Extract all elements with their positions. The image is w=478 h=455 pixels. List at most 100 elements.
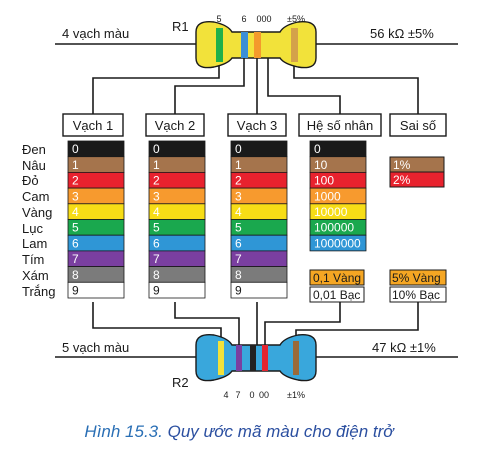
multiplier-value-do: 100 (314, 174, 334, 188)
digit-vach-3-lam: 6 (235, 236, 242, 250)
color-name-labels: Đen Nâu Đỏ Cam Vàng Lục Lam Tím Xám Trắn… (22, 142, 55, 299)
r2-digit-1: 4 (223, 390, 228, 400)
digit-vach-1-luc: 5 (72, 221, 79, 235)
digit-vach-2-tim: 7 (153, 252, 160, 266)
tolerance-red-box (389, 171, 445, 188)
header-box-multiplier (298, 113, 382, 137)
header-box-vach-3 (227, 113, 287, 137)
multiplier-value-vang: 10000 (314, 205, 348, 219)
r1-multiplier-digits: 000 (256, 14, 271, 24)
conn-r1-band1 (92, 62, 220, 114)
digit-vach-3-cam: 3 (235, 189, 242, 203)
cell-vach-2-trang (148, 281, 206, 299)
resistor-r1: 4 vạch màu R1 5 6 000 ±5% 56 kΩ ±5% (55, 14, 458, 69)
conn-r2-mult (264, 302, 341, 345)
r1-digit-1: 5 (216, 14, 221, 24)
tolerance-silver-box (389, 286, 447, 303)
digit-vach-3-trang: 9 (235, 284, 242, 298)
conn-r2-band1 (92, 302, 222, 341)
digit-vach-3-do: 2 (235, 174, 242, 188)
digit-vach-1-vang: 4 (72, 205, 79, 219)
multiplier-special: 0,1 Vàng 0,01 Bạc (309, 269, 365, 303)
tolerance-gold-box (389, 269, 447, 286)
conn-r1-band2 (174, 58, 245, 114)
r1-digit-2: 6 (241, 14, 246, 24)
digit-vach-1-trang: 9 (72, 284, 79, 298)
digit-vach-1-xam: 8 (72, 268, 79, 282)
r1-band-1 (216, 28, 223, 62)
conn-r1-band4-mult (267, 58, 341, 114)
multiplier-value-cam: 1000 (314, 189, 341, 203)
digit-vach-2-luc: 5 (153, 221, 160, 235)
cell-vach-1-trang (67, 281, 125, 299)
r2-right-label: 47 kΩ ±1% (372, 340, 436, 355)
tolerance-silver: 10% Bạc (392, 288, 440, 302)
r2-tolerance-digit: ±1% (287, 390, 305, 400)
header-box-vach-1 (62, 113, 124, 137)
r2-digit-2: 7 (235, 390, 240, 400)
r2-name: R2 (172, 375, 189, 390)
color-name-do: Đỏ (22, 173, 39, 188)
header-multiplier: Hệ số nhân (307, 118, 374, 133)
r2-band-4 (262, 345, 268, 371)
r2-band-5 (293, 341, 299, 375)
header-vach-1: Vạch 1 (73, 118, 113, 133)
color-code-diagram: 4 vạch màu R1 5 6 000 ±5% 56 kΩ ±5% Vạch… (22, 14, 458, 400)
color-name-nau: Nâu (22, 158, 46, 173)
tolerance-red: 2% (393, 173, 411, 187)
digit-vach-2-vang: 4 (153, 205, 160, 219)
multiplier-gold: 0,1 Vàng (313, 271, 361, 285)
digit-vach-2-xam: 8 (153, 268, 160, 282)
conn-r1-tolerance (293, 62, 419, 114)
r2-left-label: 5 vạch màu (62, 340, 129, 355)
digit-vach-2-lam: 6 (153, 236, 160, 250)
tolerance-column: 1% 2% 5% Vàng 10% Bạc (389, 156, 447, 303)
r2-digit-3: 0 (249, 390, 254, 400)
digit-vach-2-nau: 1 (153, 158, 160, 172)
r1-tolerance-digit: ±5% (287, 14, 305, 24)
column-headers: Vạch 1 Vạch 2 Vạch 3 Hệ số nhân Sai số (62, 113, 447, 137)
digit-vach-1-do: 2 (72, 174, 79, 188)
header-tolerance: Sai số (400, 118, 436, 133)
r1-right-label: 56 kΩ ±5% (370, 26, 434, 41)
digit-vach-1-den: 0 (72, 142, 79, 156)
conn-r2-band2 (174, 302, 240, 345)
r1-name: R1 (172, 19, 189, 34)
color-name-trang: Trắng (22, 284, 55, 299)
color-name-luc: Lục (22, 221, 43, 236)
multiplier-cell-lam (309, 234, 367, 252)
multiplier-silver-box (309, 286, 365, 303)
digit-vach-3-den: 0 (235, 142, 242, 156)
figure-caption: Hình 15.3. Quy ước mã màu cho điện trở (0, 422, 478, 442)
color-name-vang: Vàng (22, 205, 52, 220)
r1-left-label: 4 vạch màu (62, 26, 129, 41)
digit-vach-3-xam: 8 (235, 268, 242, 282)
color-name-cam: Cam (22, 189, 49, 204)
tolerance-brown: 1% (393, 158, 411, 172)
digit-vach-3-tim: 7 (235, 252, 242, 266)
header-vach-2: Vạch 2 (155, 118, 195, 133)
color-name-xam: Xám (22, 268, 49, 283)
multiplier-silver: 0,01 Bạc (313, 288, 360, 302)
r1-band-2 (241, 32, 248, 58)
digit-vach-3-nau: 1 (235, 158, 242, 172)
caption-text: Quy ước mã màu cho điện trở (167, 422, 394, 441)
tolerance-gold: 5% Vàng (392, 271, 441, 285)
color-name-den: Đen (22, 142, 46, 157)
multiplier-value-den: 0 (314, 142, 321, 156)
cell-vach-3-trang (230, 281, 288, 299)
digit-vach-1-lam: 6 (72, 236, 79, 250)
digit-vach-2-trang: 9 (153, 284, 160, 298)
multiplier-value-lam: 1000000 (314, 236, 361, 250)
digit-vach-2-do: 2 (153, 174, 160, 188)
digit-vach-2-den: 0 (153, 142, 160, 156)
digit-vach-3-vang: 4 (235, 205, 242, 219)
color-name-tim: Tím (22, 252, 44, 267)
multiplier-gold-box (309, 269, 365, 286)
r2-band-1 (218, 341, 224, 375)
digit-vach-1-tim: 7 (72, 252, 79, 266)
